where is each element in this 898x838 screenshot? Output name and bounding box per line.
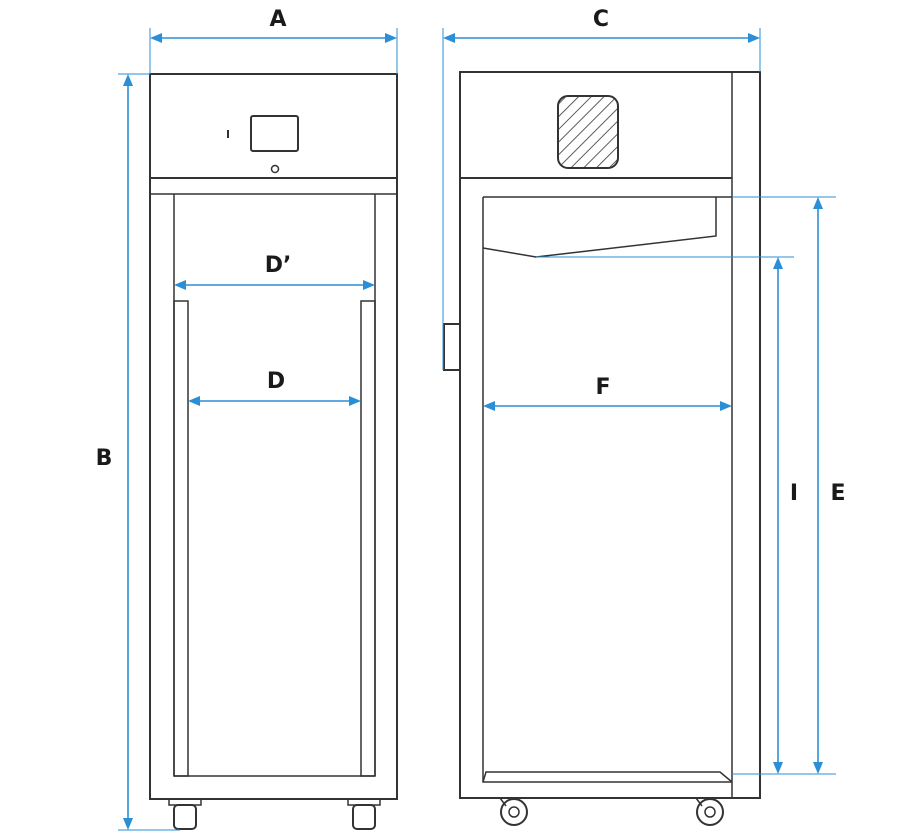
label-a: A [269, 7, 286, 32]
bottom-tray [482, 771, 733, 783]
label-d-prime: D’ [265, 253, 292, 278]
top-baffle [482, 197, 717, 258]
label-b: B [96, 446, 113, 471]
front-right-rail [360, 300, 376, 777]
dimension-labels: A C B D’ D F I E [96, 7, 846, 506]
vent-grille [557, 95, 619, 169]
side-view [443, 71, 761, 826]
dimension-lines [118, 28, 836, 831]
side-cabinet-body [459, 71, 761, 799]
side-right-caster [692, 797, 724, 826]
label-f: F [595, 375, 610, 400]
door-handle [443, 323, 461, 371]
front-view [149, 73, 398, 830]
inner-chamber-outline [482, 197, 732, 783]
label-c: C [593, 7, 609, 32]
label-e: E [830, 481, 845, 506]
display-screen-icon [250, 115, 299, 152]
front-left-rail [173, 300, 189, 777]
front-cabinet-body [149, 73, 398, 800]
label-d: D [267, 369, 285, 394]
lock-keyhole-icon [270, 164, 280, 174]
front-right-caster [347, 798, 381, 830]
side-left-caster [498, 797, 528, 826]
front-left-caster [168, 798, 202, 830]
label-i: I [790, 481, 798, 506]
